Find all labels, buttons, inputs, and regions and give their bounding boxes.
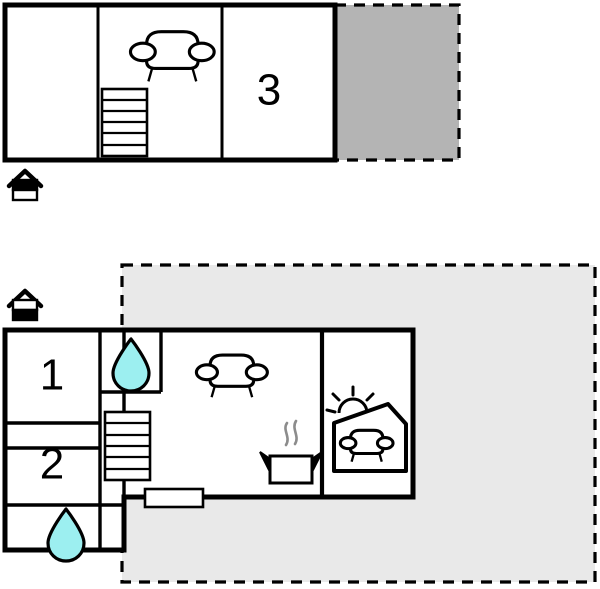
stairs-icon <box>103 410 152 482</box>
cooking-pot-icon <box>259 419 323 485</box>
upper-terrace <box>333 3 461 162</box>
upper-interior-walls <box>96 5 224 160</box>
room-label-1: 1 <box>40 351 64 400</box>
sofa-icon <box>194 353 269 398</box>
house-entrance-icon <box>6 288 44 322</box>
conservatory-icon <box>325 385 408 473</box>
stairs-icon <box>100 87 149 158</box>
water-drop-icon <box>111 337 151 393</box>
counter-icon <box>143 487 205 509</box>
upper-outer-wall <box>2 2 338 163</box>
room-label-3: 3 <box>257 66 281 115</box>
water-drop-icon <box>46 507 86 563</box>
ground-level-group: 1 2 <box>2 263 597 584</box>
room-label-2: 2 <box>40 440 64 489</box>
sofa-icon <box>128 30 216 82</box>
house-entrance-icon <box>6 168 44 202</box>
upper-level-group: 3 <box>2 2 461 202</box>
sun-icon <box>325 385 375 414</box>
